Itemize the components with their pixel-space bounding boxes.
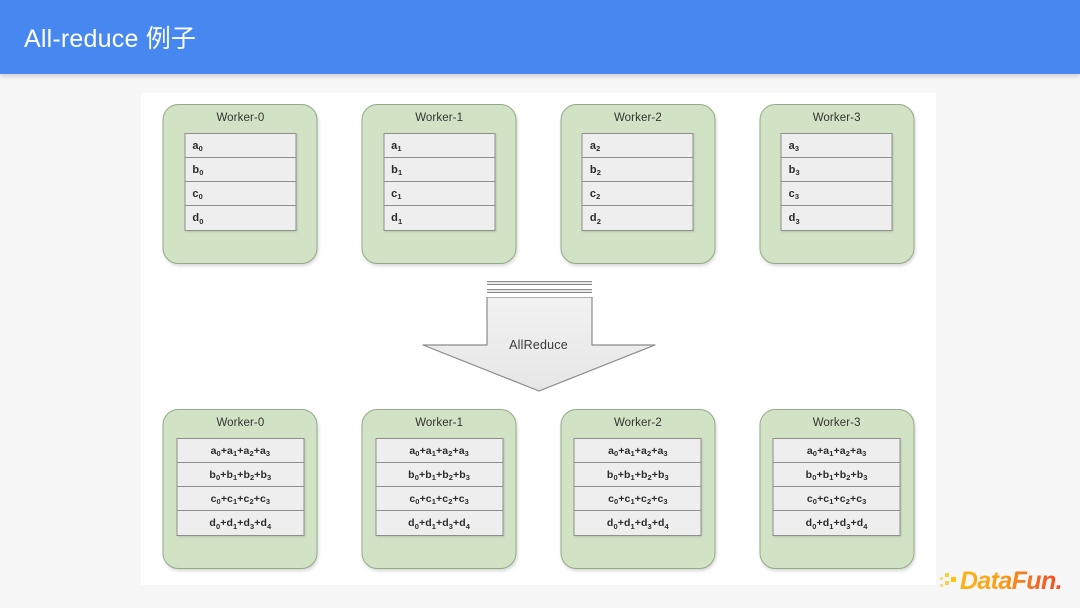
arrow-stripe-top	[486, 281, 592, 285]
page-title: All-reduce 例子	[24, 25, 197, 53]
worker-title: Worker-3	[812, 112, 861, 124]
arrow-stripe-second	[486, 289, 592, 293]
worker-title: Worker-0	[216, 417, 265, 429]
down-arrow-icon	[419, 297, 659, 393]
logo-text: DataFun.	[959, 566, 1063, 595]
logo-dots-icon	[939, 572, 957, 590]
worker-title: Worker-0	[216, 112, 265, 124]
worker-title: Worker-2	[613, 112, 662, 124]
worker-title: Worker-2	[613, 417, 662, 429]
worker-title: Worker-1	[415, 112, 464, 124]
worker-title: Worker-3	[812, 417, 861, 429]
datafun-logo: DataFun.	[939, 566, 1063, 596]
worker-title: Worker-1	[415, 417, 464, 429]
slide-header: All-reduce 例子	[0, 0, 1080, 74]
allreduce-arrow-group: AllReduce	[419, 281, 659, 393]
